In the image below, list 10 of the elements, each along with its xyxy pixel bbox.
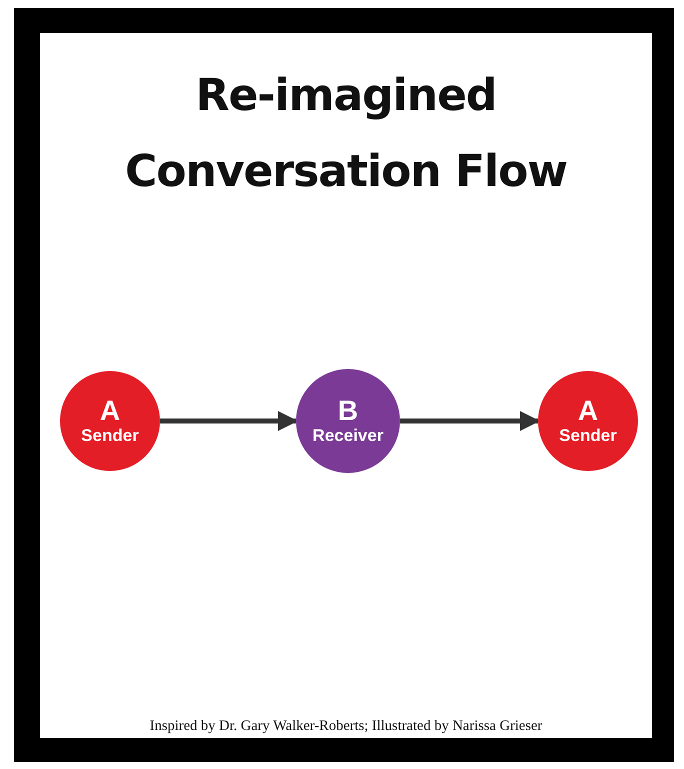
node-letter: A	[578, 396, 598, 426]
node-label: Sender	[81, 426, 139, 446]
node-label: Sender	[559, 426, 617, 446]
node-letter: A	[100, 396, 120, 426]
title: Re-imagined Conversation Flow	[124, 69, 568, 199]
arrow	[400, 411, 540, 431]
node-label: Receiver	[312, 426, 384, 446]
arrow	[160, 411, 298, 431]
caption: Inspired by Dr. Gary Walker-Roberts; Illustrated by Narissa Grieser	[148, 718, 544, 735]
node-letter: B	[338, 396, 358, 426]
